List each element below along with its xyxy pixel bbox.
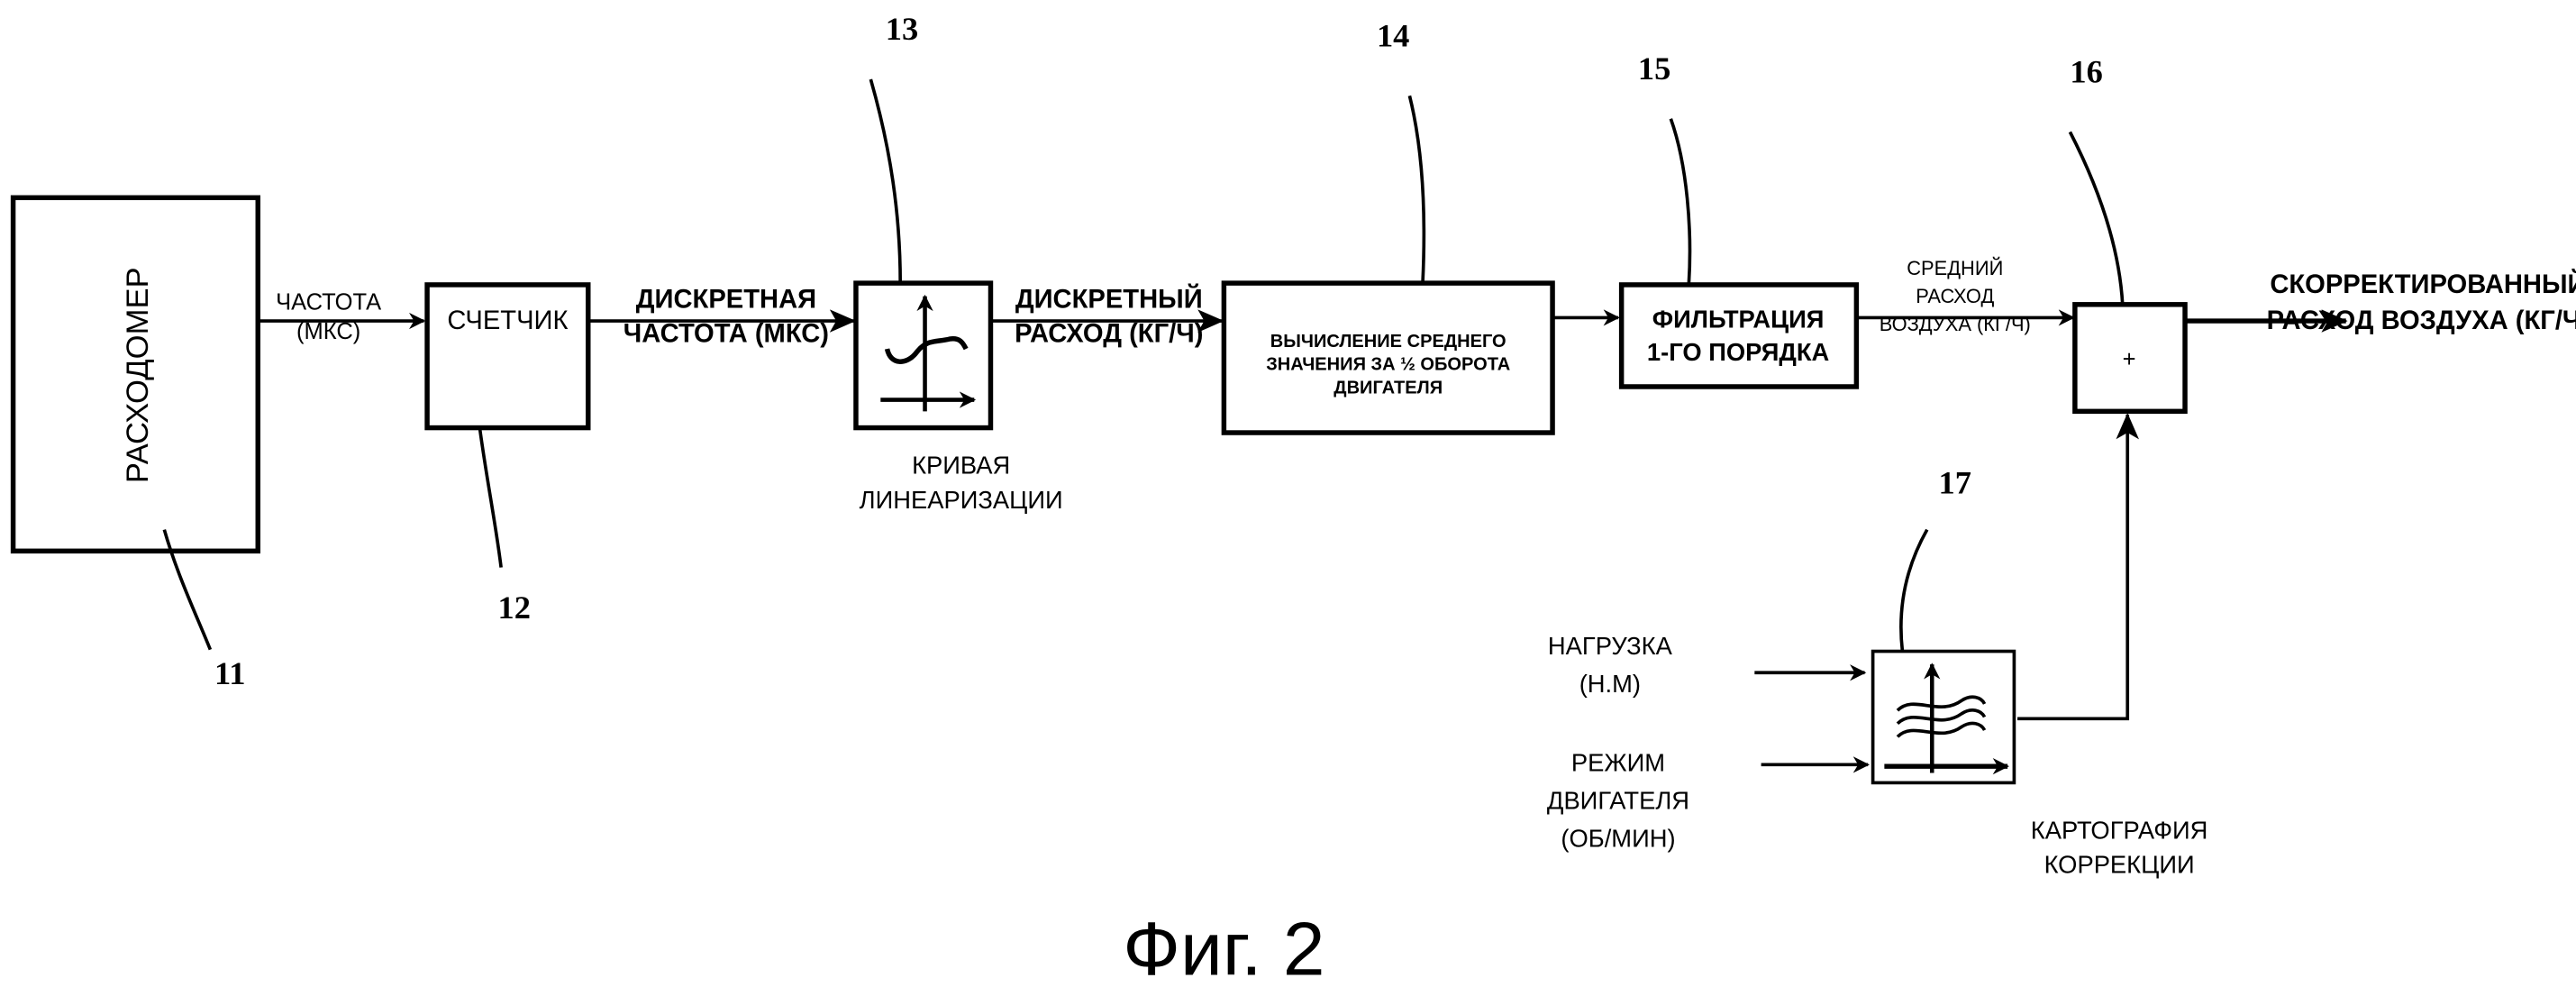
linearization-block <box>853 280 994 431</box>
filter-line1: ФИЛЬТРАЦИЯ <box>1652 305 1825 333</box>
averaging-line1: ВЫЧИСЛЕНИЕ СРЕДНЕГО <box>1270 332 1506 352</box>
flowmeter-block: РАСХОДОМЕР <box>10 195 260 554</box>
signal-engine-speed-line2: ДВИГАТЕЛЯ <box>1547 787 1689 815</box>
signal-corrected-flow-line1: СКОРРЕКТИРОВАННЫЙ <box>2270 269 2576 299</box>
signal-mean-flow-line1: СРЕДНИЙ <box>1907 257 2003 279</box>
correction-map-block <box>1871 649 2016 785</box>
counter-block: СЧЕТЧИК <box>424 282 591 431</box>
signal-discrete-flow-line2: РАСХОД (КГ/Ч) <box>1015 320 1203 349</box>
leader-line-14 <box>1407 95 1426 284</box>
averaging-block: ВЫЧИСЛЕНИЕ СРЕДНЕГО ЗНАЧЕНИЯ ЗА ½ ОБОРОТ… <box>1221 280 1555 435</box>
signal-discrete-frequency-line1: ДИСКРЕТНАЯ <box>636 285 816 314</box>
leader-line-15 <box>1669 118 1692 284</box>
signal-mean-flow-line2: РАСХОД <box>1916 285 1994 307</box>
correction-map-icon <box>1884 663 2009 775</box>
leader-line-11 <box>162 529 213 651</box>
flowmeter-label: РАСХОДОМЕР <box>121 267 155 483</box>
arrow-correction-to-summer <box>2017 413 2139 721</box>
signal-discrete-flow-line1: ДИСКРЕТНЫЙ <box>1015 283 1203 314</box>
ref-15: 15 <box>1638 50 1670 87</box>
ref-14: 14 <box>1377 18 1409 54</box>
filter-line2: 1-ГО ПОРЯДКА <box>1647 338 1830 366</box>
signal-engine-speed-line1: РЕЖИМ <box>1571 749 1665 777</box>
ref-13: 13 <box>886 11 918 47</box>
figure-caption: Фиг. 2 <box>1123 907 1324 987</box>
averaging-line3: ДВИГАТЕЛЯ <box>1334 378 1443 398</box>
counter-label: СЧЕТЧИК <box>447 306 568 335</box>
signal-frequency-line1: ЧАСТОТА <box>276 289 381 315</box>
leader-line-13 <box>869 78 903 284</box>
signal-load-line2: (Н.М) <box>1579 670 1641 698</box>
averaging-line2: ЗНАЧЕНИЯ ЗА ½ ОБОРОТА <box>1266 355 1510 375</box>
linearization-caption-line1: КРИВАЯ <box>912 452 1010 480</box>
filter-block: ФИЛЬТРАЦИЯ 1-ГО ПОРЯДКА <box>1618 282 1860 389</box>
summer-block: + <box>2072 302 2188 415</box>
correction-map-caption-line2: КОРРЕКЦИИ <box>2044 851 2195 879</box>
signal-engine-speed-line3: (ОБ/МИН) <box>1561 825 1675 853</box>
signal-mean-flow-line3: ВОЗДУХА (КГ/Ч) <box>1880 313 2031 335</box>
leader-line-16 <box>2068 131 2125 305</box>
ref-11: 11 <box>214 655 245 691</box>
signal-frequency-line2: (МКС) <box>296 319 360 344</box>
ref-12: 12 <box>497 589 530 626</box>
signal-discrete-frequency-line2: ЧАСТОТА (МКС) <box>624 320 829 349</box>
ref-16: 16 <box>2070 54 2102 90</box>
linearization-caption-line2: ЛИНЕАРИЗАЦИИ <box>860 486 1063 514</box>
correction-map-caption-line1: КАРТОГРАФИЯ <box>2031 816 2208 844</box>
linearization-curve-icon <box>880 294 977 412</box>
leader-line-17 <box>1899 528 1929 652</box>
plus-icon: + <box>2123 347 2136 372</box>
signal-load-line1: НАГРУЗКА <box>1548 632 1673 660</box>
ref-17: 17 <box>1939 465 1971 501</box>
leader-line-12 <box>478 427 503 568</box>
signal-corrected-flow-line2: РАСХОД ВОЗДУХА (КГ/Ч) <box>2267 306 2576 335</box>
